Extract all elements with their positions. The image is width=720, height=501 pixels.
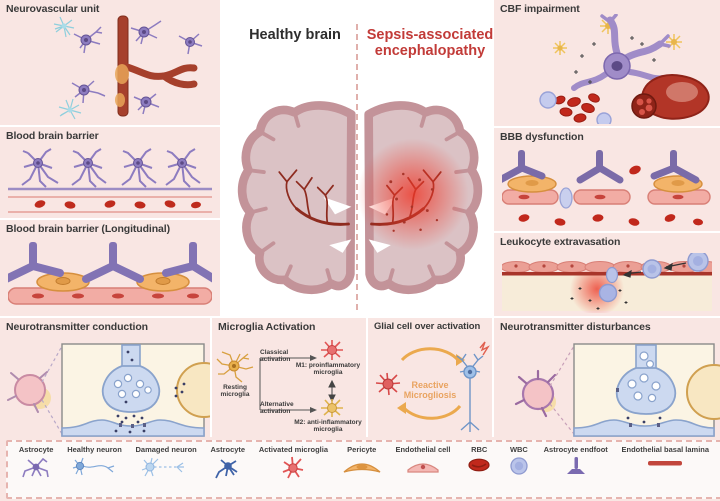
endothelial-basal-lamina-icon xyxy=(648,461,683,466)
legend-item-astrocyte-2: Astrocyte xyxy=(210,445,245,494)
legend-item-activated-microglia: Activated microglia xyxy=(259,445,328,494)
reactive-microgliosis-label: Reactive Microgliosis xyxy=(403,380,457,401)
sae-title: Sepsis-associated encephalopathy xyxy=(366,27,494,59)
damaged-neuron-icon xyxy=(141,457,185,477)
panel-title: Glial cell over activation xyxy=(374,321,481,332)
panel-title: Blood brain barrier (Longitudinal) xyxy=(6,223,171,235)
leukocyte-extravasation-illustration xyxy=(502,253,712,313)
legend-item-damaged-neuron: Damaged neuron xyxy=(136,445,197,494)
astrocyte-blue-icon xyxy=(214,459,238,479)
brain-illustration xyxy=(237,101,483,294)
legend-item-basal-lamina: Endothelial basal lamina xyxy=(622,445,709,494)
panel-blood-brain-barrier: Blood brain barrier xyxy=(0,127,220,218)
legend-item-rbc: RBC xyxy=(464,445,494,494)
panel-title: CBF impairment xyxy=(500,3,580,15)
endothelial-cell-icon xyxy=(407,463,439,473)
wbc-cells xyxy=(598,253,709,303)
panel-bbb-dysfunction: BBB dysfunction xyxy=(494,128,720,231)
wbc-icon xyxy=(510,457,528,475)
panel-title: BBB dysfunction xyxy=(500,131,584,143)
rbc-icon xyxy=(468,458,490,472)
alternative-activation-label: Alternative activation xyxy=(260,401,294,416)
panel-title: Neurotransmitter conduction xyxy=(6,321,148,333)
cytokine-specks xyxy=(574,36,656,84)
panel-blood-brain-barrier-longitudinal: Blood brain barrier (Longitudinal) xyxy=(0,220,220,316)
neurotransmitter-conduction-illustration xyxy=(7,343,210,437)
center-divider xyxy=(356,24,358,310)
panel-microglia-activation: Microglia Activation xyxy=(212,318,366,437)
legend-item-astrocyte-1: Astrocyte xyxy=(19,445,53,494)
panel-neurovascular-unit: Neurovascular unit xyxy=(0,0,220,125)
legend-item-endothelial-cell: Endothelial cell xyxy=(395,445,450,494)
microglia-activation-arrows xyxy=(216,340,343,417)
astrocyte-endfoot-icon xyxy=(566,457,585,475)
healthy-hemisphere xyxy=(237,101,356,294)
healthy-neuron-icon xyxy=(73,457,115,476)
panel-cbf-impairment: CBF impairment xyxy=(494,0,720,126)
legend: Astrocyte Healthy neuron Damaged neuron xyxy=(6,440,720,499)
bbb-dysfunction-illustration xyxy=(502,150,711,226)
legend-item-wbc: WBC xyxy=(508,445,530,494)
panel-glial-over-activation: Glial cell over activation xyxy=(368,318,492,437)
activated-microglia-icon xyxy=(375,372,401,396)
classical-activation-label: Classical activation xyxy=(260,349,291,364)
astrocyte-purple-icon xyxy=(22,458,49,478)
panel-neurotransmitter-disturbances: Neurotransmitter disturbances xyxy=(494,318,720,437)
pericyte-icon xyxy=(343,463,381,473)
m2-label: M2: anti-inflammatory microglia xyxy=(294,419,362,434)
legend-item-healthy-neuron: Healthy neuron xyxy=(67,445,122,494)
neurotransmitter-disturbances-illustration xyxy=(514,343,720,437)
legend-item-astrocyte-endfoot: Astrocyte endfoot xyxy=(544,445,608,494)
panel-neurotransmitter-conduction: Neurotransmitter conduction xyxy=(0,318,210,437)
panel-title: Leukocyte extravasation xyxy=(500,236,621,248)
glial-over-activation-illustration xyxy=(375,341,490,432)
resting-microglia-label: Resting microglia xyxy=(220,384,250,399)
inflammation-glow xyxy=(357,138,469,250)
panel-title: Microglia Activation xyxy=(218,321,316,333)
cbf-impairment-illustration xyxy=(539,14,710,124)
legend-item-pericyte: Pericyte xyxy=(342,445,382,494)
neurovascular-unit-illustration xyxy=(53,15,203,120)
inflammation-dots xyxy=(385,172,439,232)
panel-title: Blood brain barrier xyxy=(6,130,99,142)
panel-title: Neurovascular unit xyxy=(6,3,100,15)
resting-microglia-icon xyxy=(216,351,254,383)
m1-label: M1: proinflammatory microglia xyxy=(295,362,361,377)
wbc-squeezing xyxy=(559,187,573,209)
wbc-cells xyxy=(539,91,612,124)
bbb-longitudinal-illustration xyxy=(8,242,212,305)
neurotransmitter-dots xyxy=(114,350,186,434)
activated-microglia-icon xyxy=(283,457,304,479)
panel-title: Neurotransmitter disturbances xyxy=(500,321,651,333)
damage-spark-icon xyxy=(479,341,490,356)
specks xyxy=(570,287,628,310)
panel-leukocyte-extravasation: Leukocyte extravasation xyxy=(494,233,720,316)
blood-brain-barrier-illustration xyxy=(8,148,212,213)
healthy-brain-title: Healthy brain xyxy=(249,27,341,43)
